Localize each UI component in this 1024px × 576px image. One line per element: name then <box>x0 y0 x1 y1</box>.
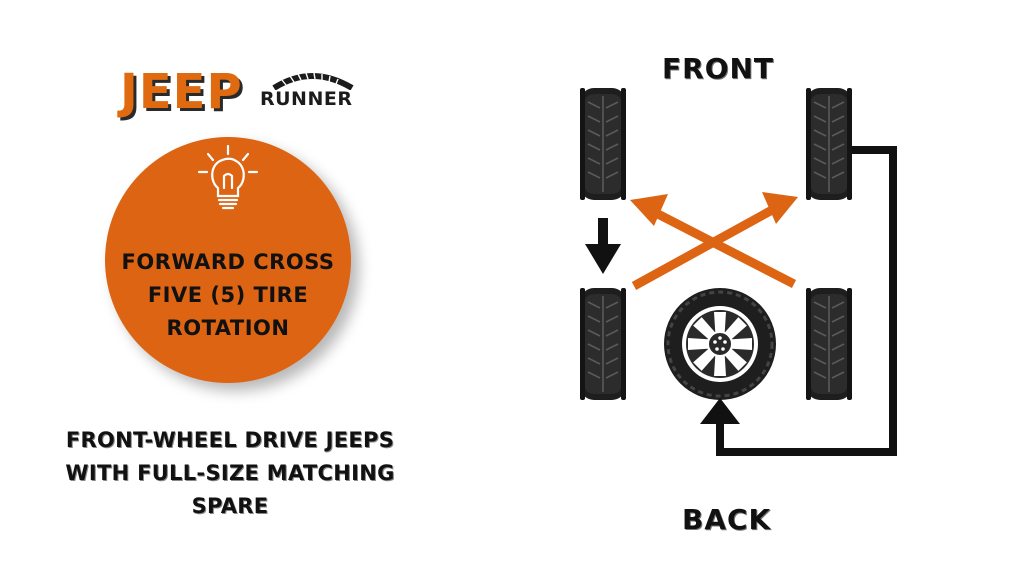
black-path-front-right-to-spare <box>700 146 897 456</box>
tire-front-right <box>805 87 853 201</box>
spare-tire <box>664 288 776 400</box>
logo-brand-text: JEEP <box>120 64 243 120</box>
jeep-runner-logo: JEEP RUNNER <box>120 62 360 122</box>
rotation-title: FORWARD CROSS FIVE (5) TIRE ROTATION <box>121 250 335 340</box>
orange-cross-arrow-to-front-right <box>631 192 798 290</box>
lightbulb-icon <box>197 144 259 210</box>
back-label: BACK <box>682 503 772 536</box>
tire-tread-icon <box>272 72 354 90</box>
tire-rear-right <box>805 287 853 401</box>
info-circle-card <box>105 137 351 383</box>
front-label: FRONT <box>662 52 775 85</box>
orange-cross-arrow-to-front-left <box>630 194 797 289</box>
tire-front-left <box>579 87 627 201</box>
tire-rear-left <box>579 287 627 401</box>
black-arrow-front-left-to-rear <box>585 218 621 274</box>
drive-type-subtitle: FRONT-WHEEL DRIVE JEEPS WITH FULL-SIZE M… <box>65 428 395 518</box>
logo-sub-text: RUNNER <box>260 88 353 110</box>
